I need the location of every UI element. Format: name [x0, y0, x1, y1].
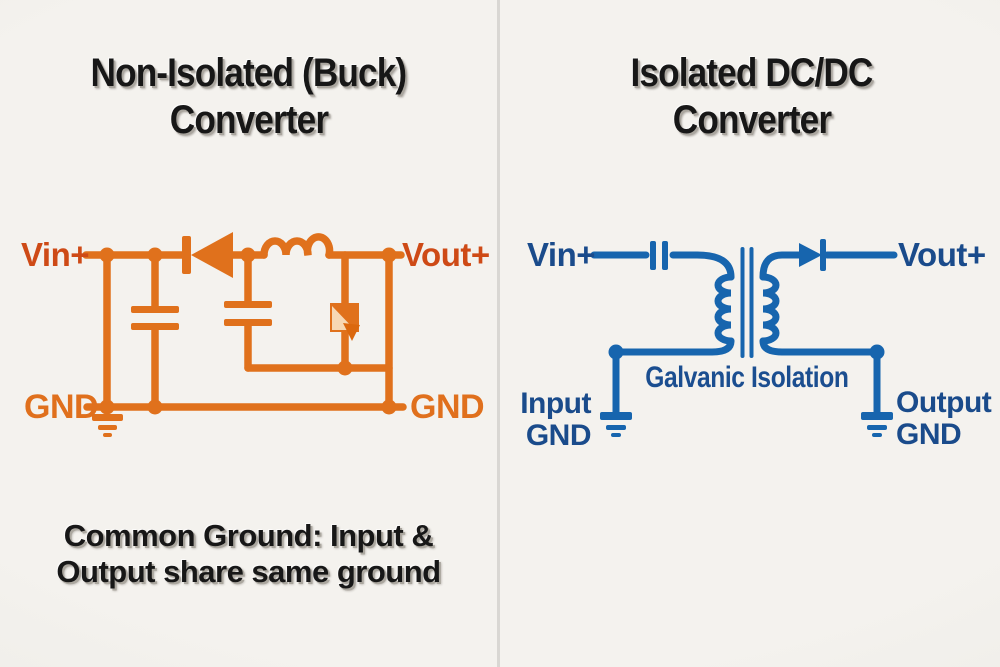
diode-icon [182, 232, 233, 278]
vin-label: Vin+ [527, 236, 596, 273]
ground-icon [600, 412, 632, 437]
vout-label: Vout+ [402, 236, 490, 273]
left-caption-line1: Common Ground: Input & [63, 518, 434, 553]
diode-icon [799, 239, 826, 271]
vin-label: Vin+ [21, 236, 90, 273]
left-title-line1: Non-Isolated (Buck) [90, 51, 408, 95]
gnd-right-label: GND [410, 388, 485, 426]
transformer-primary-icon [612, 251, 735, 356]
buck-circuit-parts [92, 232, 397, 437]
output-gnd-label: Output GND [896, 386, 992, 451]
left-caption-line2: Output share same ground [56, 554, 441, 589]
ground-icon [861, 412, 893, 437]
right-title-line1: Isolated DC/DC [630, 51, 874, 95]
vout-label: Vout+ [898, 236, 986, 273]
switch-block-icon [330, 303, 360, 341]
junction-dots [608, 344, 885, 360]
transformer-secondary-icon [759, 251, 881, 356]
panel-divider [497, 0, 500, 667]
transformer-core-icon [740, 247, 754, 358]
inductor-icon [260, 233, 334, 259]
capacitor-icon [131, 306, 179, 330]
galvanic-isolation-label: Galvanic Isolation [645, 361, 849, 394]
isolated-circuit-diagram [590, 251, 898, 416]
left-title-line2: Converter [169, 98, 328, 142]
isolated-circuit-parts [600, 239, 893, 437]
capacitor-icon [224, 301, 272, 326]
ground-icon [92, 414, 123, 437]
input-gnd-label: Input GND [520, 387, 591, 452]
junction-dots [99, 247, 397, 415]
right-title-line2: Converter [672, 98, 831, 142]
gnd-left-label: GND [24, 388, 99, 426]
capacitor-icon [650, 241, 668, 270]
